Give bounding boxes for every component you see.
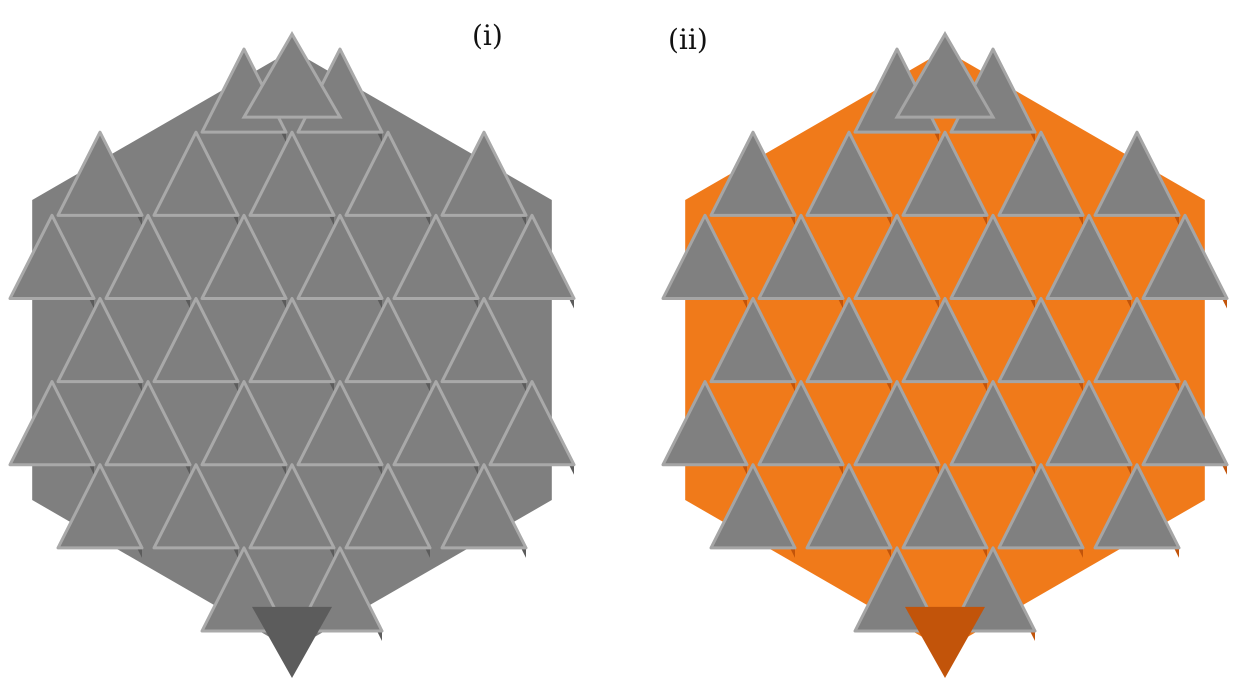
tetrahedron-face <box>901 463 989 550</box>
tetrahedron-face <box>1093 463 1181 550</box>
tetrahedron-face <box>488 213 576 300</box>
tetrahedron-face <box>1093 130 1181 217</box>
tetrahedron-face <box>949 380 1037 467</box>
top-tetrahedron <box>894 31 996 119</box>
tetrahedron-face <box>853 213 941 300</box>
tetrahedron-face <box>997 463 1085 550</box>
tetrahedron-face <box>344 296 432 384</box>
tetrahedron-face <box>1093 296 1181 384</box>
tetrahedron-face <box>709 130 797 217</box>
tetrahedron-face <box>709 463 797 550</box>
tetrahedron-face <box>997 130 1085 217</box>
tetrahedra-group <box>8 31 576 678</box>
tetrahedron-face <box>709 296 797 384</box>
tetrahedron-face <box>440 296 528 384</box>
tetrahedron-face <box>152 130 240 217</box>
tetrahedron-face <box>757 213 845 300</box>
top-tetrahedron <box>241 31 343 119</box>
tetrahedron-face <box>853 380 941 467</box>
tetrahedron-face <box>344 463 432 550</box>
panel-label-ii: (ii) <box>668 23 708 56</box>
tetrahedron-face <box>1141 213 1229 300</box>
tetrahedron-face <box>392 380 480 467</box>
tetrahedron-face <box>901 296 989 384</box>
tetrahedron-face <box>152 463 240 550</box>
tetrahedron-face <box>661 380 749 467</box>
tetrahedron-face <box>949 213 1037 300</box>
tetrahedron-face <box>104 213 192 300</box>
tetrahedra-group <box>661 31 1229 678</box>
tetrahedron-face <box>440 130 528 217</box>
tetrahedron-face <box>997 296 1085 384</box>
tetrahedron-face <box>805 130 893 217</box>
tetrahedron-face <box>248 463 336 550</box>
tetrahedron-face <box>440 463 528 550</box>
tetrahedron-face <box>1045 213 1133 300</box>
tetrahedron-face <box>152 296 240 384</box>
tetrahedron-face <box>200 213 288 300</box>
tetrahedron-face <box>248 296 336 384</box>
tetrahedron-face <box>757 380 845 467</box>
tetrahedron-face <box>56 463 144 550</box>
tetrahedron-face <box>901 130 989 217</box>
tetrahedron-face <box>661 213 749 300</box>
tetrahedron-face <box>296 380 384 467</box>
tetrahedron-face <box>1141 380 1229 467</box>
tetrahedron-face <box>392 213 480 300</box>
tetrahedron-face <box>805 296 893 384</box>
tetrahedron-face <box>296 213 384 300</box>
tetrahedron-face <box>1045 380 1133 467</box>
tetrahedron-face <box>8 213 96 300</box>
tetrahedron-face <box>56 296 144 384</box>
tetrahedron-face <box>805 463 893 550</box>
tetrahedron-face <box>8 380 96 467</box>
bottom-tetrahedron <box>905 606 985 678</box>
tetrahedron-face <box>488 380 576 467</box>
tetrahedron-face <box>104 380 192 467</box>
tetrahedron-face <box>200 380 288 467</box>
tetrahedron-face <box>344 130 432 217</box>
panel-label-i: (i) <box>472 19 503 52</box>
bottom-tetrahedron <box>252 606 332 678</box>
tetrahedron-face <box>56 130 144 217</box>
tetrahedron-face <box>248 130 336 217</box>
